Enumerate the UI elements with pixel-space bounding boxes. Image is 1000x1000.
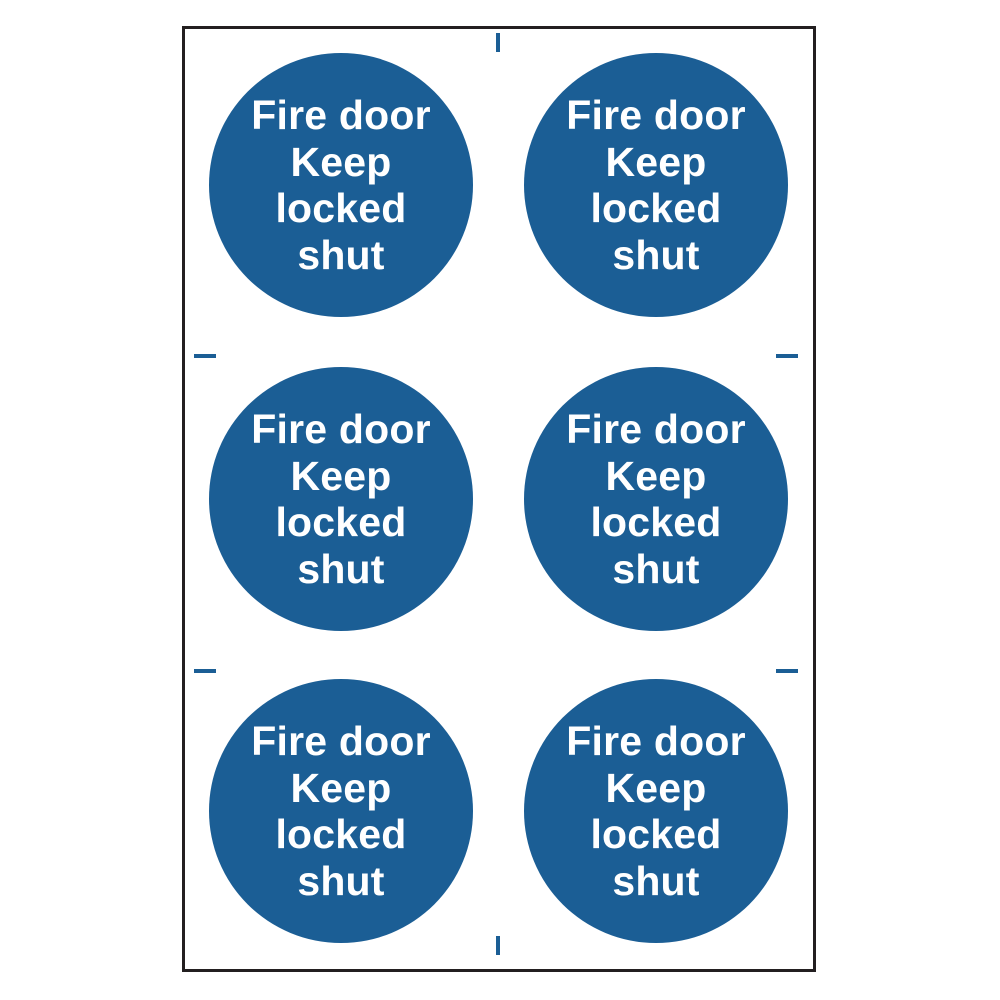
sign-line: Keep — [290, 764, 392, 811]
sign-line: locked — [590, 185, 722, 231]
fire-door-sign-4: Fire door Keep locked shut — [524, 367, 788, 631]
sign-line: Fire door — [251, 718, 431, 764]
sign-line: shut — [612, 545, 700, 592]
sign-line: shut — [612, 231, 700, 278]
sign-line: Fire door — [251, 406, 431, 452]
fire-door-sign-3: Fire door Keep locked shut — [209, 367, 473, 631]
cut-mark-right-2 — [776, 669, 798, 673]
sign-line: Keep — [290, 452, 392, 499]
sign-line: Keep — [605, 764, 707, 811]
sign-line: locked — [590, 499, 722, 545]
sign-line: shut — [612, 857, 700, 904]
sign-line: shut — [297, 545, 385, 592]
sign-line: locked — [275, 185, 407, 231]
sign-line: Keep — [290, 138, 392, 185]
fire-door-sign-6: Fire door Keep locked shut — [524, 679, 788, 943]
sign-line: Fire door — [566, 92, 746, 138]
sign-line: Fire door — [566, 718, 746, 764]
fire-door-sign-5: Fire door Keep locked shut — [209, 679, 473, 943]
cut-mark-bottom — [496, 936, 500, 955]
fire-door-sign-2: Fire door Keep locked shut — [524, 53, 788, 317]
cut-mark-left-1 — [194, 354, 216, 358]
sign-line: locked — [275, 811, 407, 857]
cut-mark-left-2 — [194, 669, 216, 673]
cut-mark-right-1 — [776, 354, 798, 358]
sign-line: shut — [297, 857, 385, 904]
sign-line: Keep — [605, 138, 707, 185]
sign-line: locked — [590, 811, 722, 857]
sign-line: Keep — [605, 452, 707, 499]
sign-line: Fire door — [566, 406, 746, 452]
sign-line: locked — [275, 499, 407, 545]
cut-mark-top — [496, 33, 500, 52]
sign-line: shut — [297, 231, 385, 278]
fire-door-sign-1: Fire door Keep locked shut — [209, 53, 473, 317]
sign-line: Fire door — [251, 92, 431, 138]
